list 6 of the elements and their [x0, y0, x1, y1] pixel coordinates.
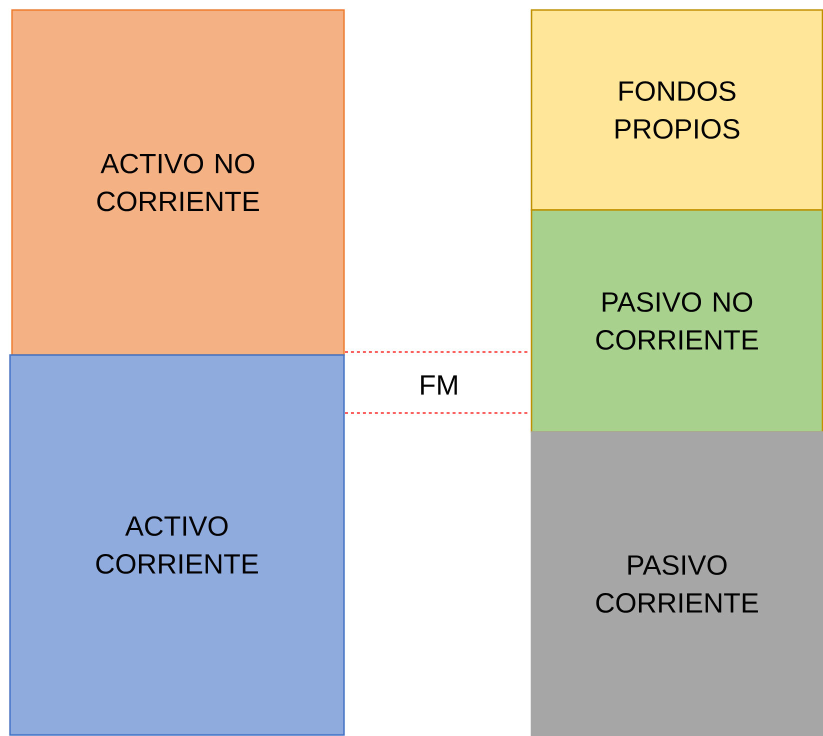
label: FM: [421, 375, 457, 395]
box: ACTIVO CORRIENTE: [9, 354, 345, 736]
box: ACTIVO NO CORRIENTE: [11, 9, 345, 356]
box: PASIVO CORRIENTE: [530, 431, 823, 736]
box: FONDOS PROPIOS: [530, 9, 823, 211]
box: PASIVO NO CORRIENTE: [530, 209, 823, 433]
